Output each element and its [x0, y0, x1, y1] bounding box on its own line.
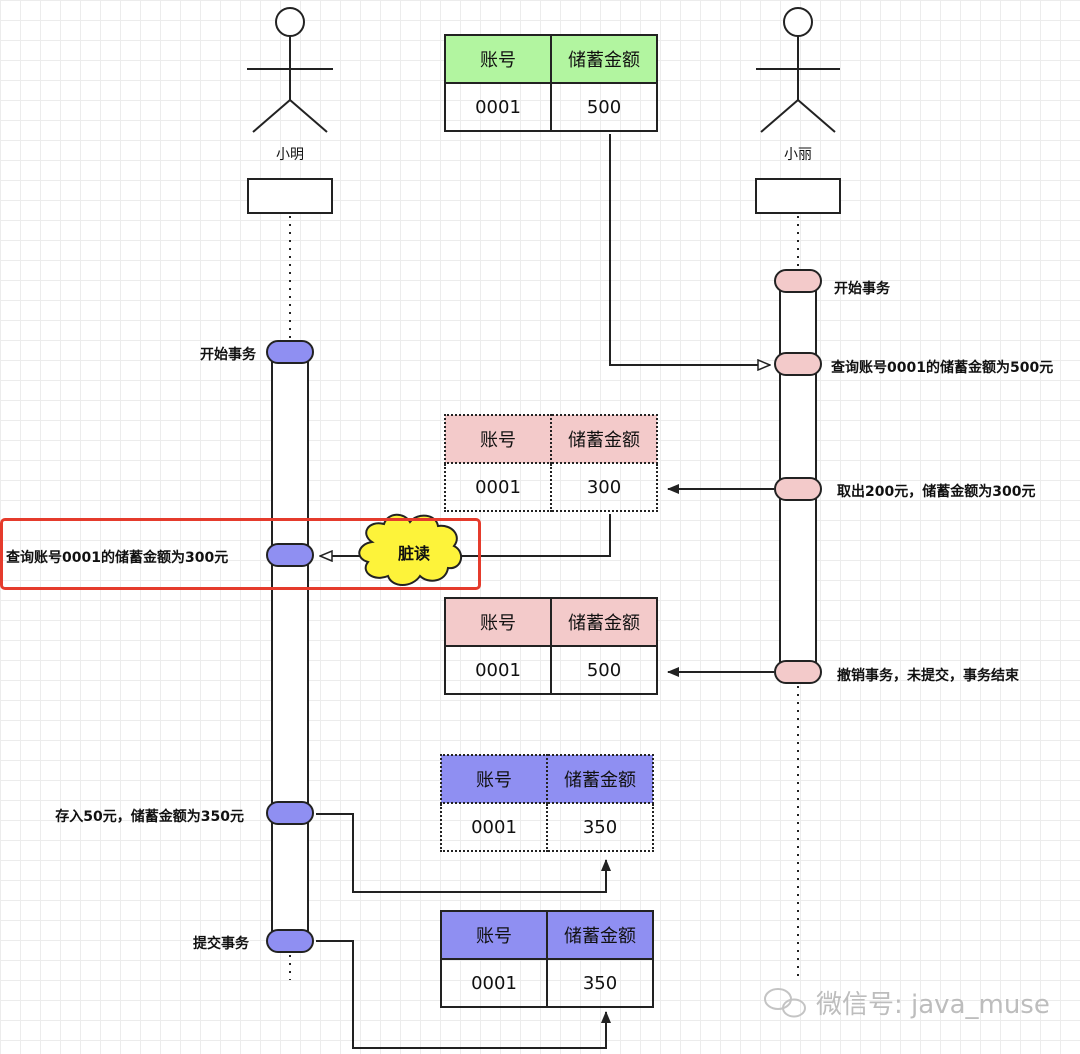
actor-left-figure — [247, 7, 333, 133]
wechat-icon — [764, 988, 806, 1018]
left-step-start-marker — [266, 340, 314, 364]
left-step-query-marker — [266, 543, 314, 567]
table-header-balance: 储蓄金额 — [550, 414, 658, 464]
dirty-read-cloud — [358, 513, 463, 586]
right-step-rollback-marker — [774, 660, 822, 684]
left-step-start-label: 开始事务 — [200, 347, 256, 363]
arrow-table1-to-right-query — [609, 134, 770, 365]
dirty-read-label: 脏读 — [397, 544, 430, 563]
table-header-account: 账号 — [444, 597, 552, 647]
actor-left-name: 小明 — [276, 147, 304, 163]
table-header-account: 账号 — [444, 414, 552, 464]
table-header-account: 账号 — [444, 34, 552, 84]
table-header-balance: 储蓄金额 — [550, 597, 658, 647]
left-step-commit-label: 提交事务 — [193, 936, 249, 952]
table-cell-account: 0001 — [444, 462, 552, 512]
right-step-start-label: 开始事务 — [834, 281, 890, 297]
watermark-text: 微信号: java_muse — [816, 990, 1050, 1020]
table-header-balance: 储蓄金额 — [550, 34, 658, 84]
account-table-committed: 账号 储蓄金额 0001 350 — [440, 910, 654, 1008]
left-step-query-label: 查询账号0001的储蓄金额为300元 — [6, 550, 229, 566]
arrow-commit-to-table5 — [316, 940, 611, 1049]
actor-right-name: 小丽 — [784, 147, 812, 163]
left-lifeline-head — [247, 178, 333, 214]
arrow-deposit-to-table4 — [316, 813, 611, 893]
account-table-rolled-back: 账号 储蓄金额 0001 500 — [444, 597, 658, 695]
table-cell-account: 0001 — [440, 958, 548, 1008]
right-lifeline-head — [755, 178, 841, 214]
account-table-initial: 账号 储蓄金额 0001 500 — [444, 34, 658, 132]
table-cell-balance: 500 — [550, 82, 658, 132]
table-cell-balance: 350 — [546, 958, 654, 1008]
table-cell-account: 0001 — [440, 802, 548, 852]
table-header-account: 账号 — [440, 754, 548, 804]
right-step-start-marker — [774, 269, 822, 293]
account-table-withdrawn: 账号 储蓄金额 0001 300 — [444, 414, 658, 512]
dirty-read-highlight-box — [0, 518, 481, 590]
table-header-balance: 储蓄金额 — [546, 754, 654, 804]
table-cell-balance: 350 — [546, 802, 654, 852]
left-step-deposit-label: 存入50元，储蓄金额为350元 — [55, 809, 244, 825]
right-step-withdraw-label: 取出200元，储蓄金额为300元 — [837, 484, 1036, 500]
table-cell-balance: 500 — [550, 645, 658, 695]
right-step-withdraw-marker — [774, 477, 822, 501]
left-activation-bar — [271, 352, 309, 942]
table-cell-balance: 300 — [550, 462, 658, 512]
table-cell-account: 0001 — [444, 645, 552, 695]
account-table-deposited: 账号 储蓄金额 0001 350 — [440, 754, 654, 852]
table-cell-account: 0001 — [444, 82, 552, 132]
right-step-query-marker — [774, 352, 822, 376]
table-header-balance: 储蓄金额 — [546, 910, 654, 960]
right-step-query-label: 查询账号0001的储蓄金额为500元 — [831, 360, 1054, 376]
actor-right-figure — [756, 7, 840, 133]
right-step-rollback-label: 撤销事务，未提交，事务结束 — [837, 668, 1019, 684]
table-header-account: 账号 — [440, 910, 548, 960]
left-step-commit-marker — [266, 929, 314, 953]
left-step-deposit-marker — [266, 801, 314, 825]
right-activation-bar — [779, 280, 817, 672]
